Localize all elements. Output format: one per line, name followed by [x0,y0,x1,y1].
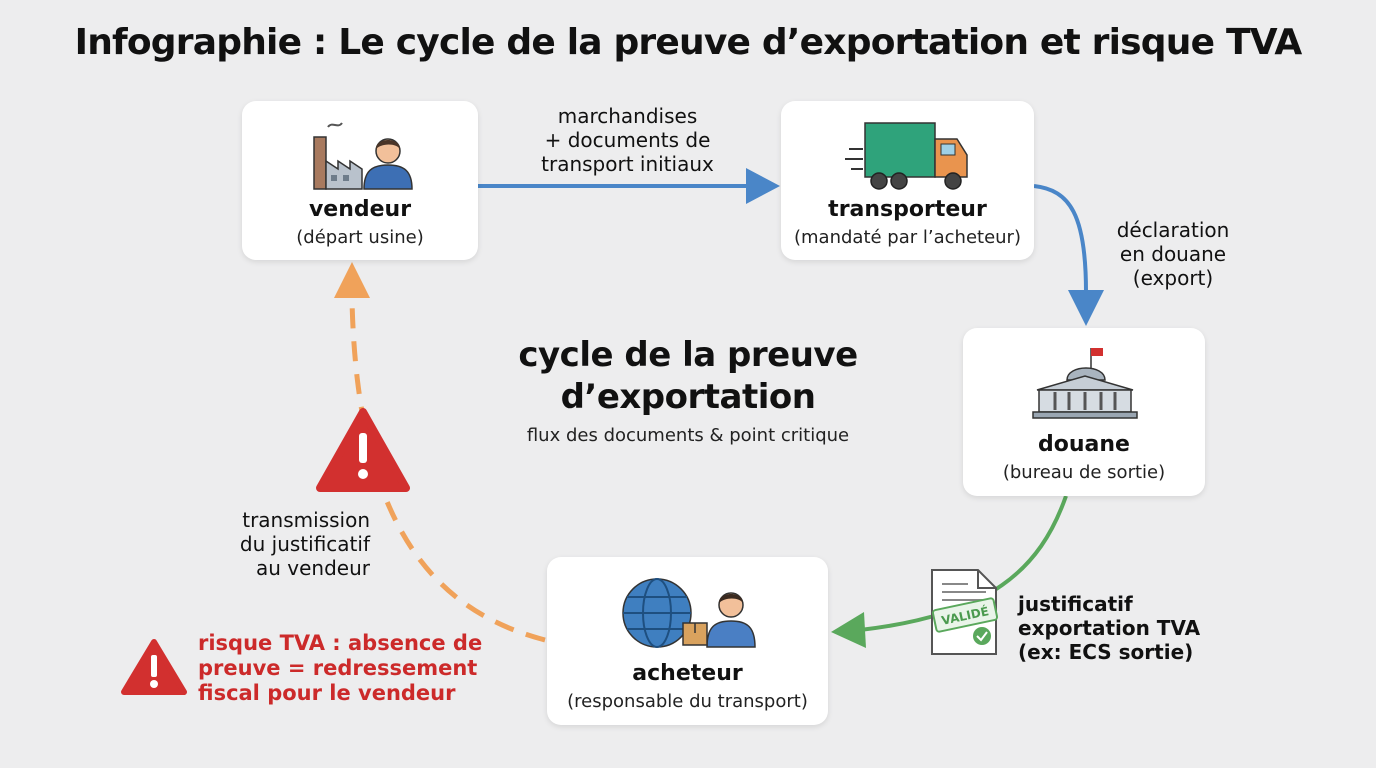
edge-label-douane-acheteur: justificatif exportation TVA (ex: ECS so… [1018,592,1248,664]
edge-label-line: exportation TVA [1018,616,1201,640]
person-with-box-icon [682,592,756,648]
edge-label-vendeur-transporteur: marchandises + documents de transport in… [520,104,735,176]
edge-label-line: au vendeur [255,556,370,580]
factory-icon [313,122,363,190]
validated-document-icon: VALIDÉ [931,569,999,655]
node-name: transporteur [828,197,987,222]
node-name: acheteur [632,661,743,686]
arrow-vendeur-transporteur [478,168,780,204]
edge-label-transporteur-douane: déclaration en douane (export) [1098,218,1248,290]
arrow-acheteur-vendeur [334,262,546,643]
node-name: douane [1038,432,1130,457]
center-title: cycle de la preuve d’exportation [480,334,896,418]
edge-label-line: + documents de [544,128,711,152]
truck-icon [845,122,968,190]
node-subtitle: (bureau de sortie) [1002,462,1166,483]
edge-label-line: marchandises [557,104,698,128]
globe-icon [622,578,692,648]
warning-triangle-icon [316,408,410,492]
edge-label-line: transmission [242,508,370,532]
node-name: vendeur [308,197,412,222]
customs-building-icon [1032,348,1138,419]
node-acheteur: acheteur (responsable du transport) [547,557,828,725]
risk-line: risque TVA : absence de [198,631,483,655]
edge-label-line: déclaration [1116,218,1230,242]
arrow-douane-acheteur [831,495,1068,648]
edge-label-line: (export) [1132,266,1214,290]
center-subtitle: flux des documents & point critique [526,425,850,446]
risk-line: fiscal pour le vendeur [198,681,456,705]
center-title-line: cycle de la preuve [518,335,858,375]
risk-line: preuve = redressement [198,656,478,680]
risk-warning-text: risque TVA : absence de preuve = redress… [198,631,482,706]
edge-label-line: en douane [1119,242,1227,266]
node-transporteur: transporteur (mandaté par l’acheteur) [781,101,1034,260]
node-douane: douane (bureau de sortie) [963,328,1205,496]
node-subtitle: (départ usine) [296,227,424,248]
warning-triangle-icon [121,639,187,695]
edge-label-acheteur-vendeur: transmission du justificatif au vendeur [200,508,370,580]
node-vendeur: vendeur (départ usine) [242,101,478,260]
edge-label-line: du justificatif [239,532,370,556]
node-subtitle: (mandaté par l’acheteur) [794,227,1021,248]
acheteur-icons [622,578,756,648]
center-title-line: d’exportation [560,377,816,417]
page-title: Infographie : Le cycle de la preuve d’ex… [74,22,1303,63]
person-icon [363,138,413,190]
edge-label-line: (ex: ECS sortie) [1018,640,1194,664]
arrow-transporteur-douane [1033,184,1104,326]
edge-label-line: transport initiaux [541,152,714,176]
edge-label-line: justificatif [1018,592,1133,616]
node-subtitle: (responsable du transport) [567,691,808,712]
vendeur-icons [313,122,413,190]
